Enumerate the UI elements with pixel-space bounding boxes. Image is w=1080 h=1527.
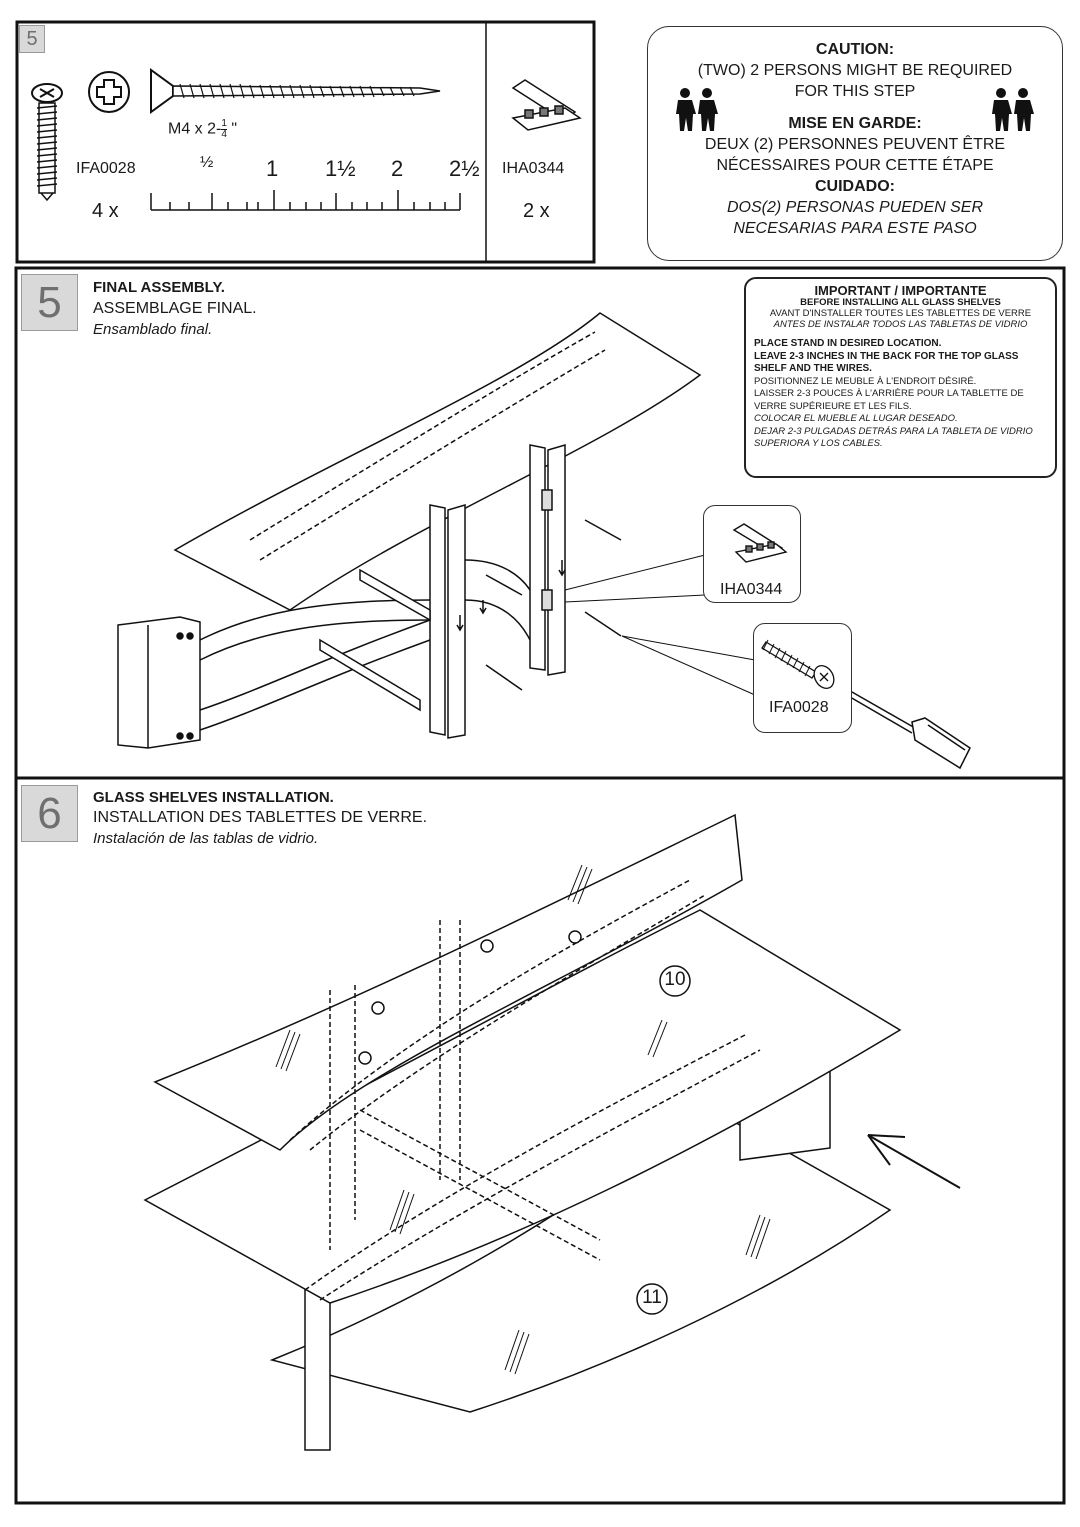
step6-shelves-illustration (143, 813, 902, 1451)
bracket-callout-label: IHA0344 (720, 581, 783, 598)
important-line-3: ANTES DE INSTALAR TODOS LAS TABLETAS DE … (773, 319, 1028, 330)
ruler-label-2: 2 (391, 156, 404, 181)
step6-title-fr: INSTALLATION DES TABLETTES DE VERRE. (93, 809, 428, 826)
important-fr-1: POSITIONNEZ LE MEUBLE À L'ENDROIT DÉSIRÉ… (754, 375, 977, 387)
screw-side-icon (150, 68, 441, 114)
caution-line-1: (TWO) 2 PERSONS MIGHT BE REQUIRED (697, 62, 1013, 79)
caution-heading: CAUTION: (815, 41, 895, 58)
screw-frac-den: 4 (221, 129, 227, 140)
hardware-step-number: 5 (19, 25, 45, 53)
bracket-callout (703, 505, 801, 603)
part-11-circle (636, 1283, 668, 1315)
important-notice-box: IMPORTANT / IMPORTANTE BEFORE INSTALLING… (744, 277, 1057, 478)
part-10-circle (659, 965, 691, 997)
step5-title-fr: ASSEMBLAGE FINAL. (93, 300, 257, 317)
important-en-2: LEAVE 2-3 INCHES IN THE BACK FOR THE TOP… (754, 350, 1019, 375)
part-11-label: 11 (642, 1287, 662, 1308)
important-en-1: PLACE STAND IN DESIRED LOCATION. (754, 338, 942, 349)
bracket-callout-icon (732, 523, 788, 563)
screw-frac-num: 1 (221, 118, 227, 130)
two-persons-icon-left (676, 88, 718, 131)
screw-quantity: 4 x (92, 200, 119, 222)
step6-title: GLASS SHELVES INSTALLATION. (93, 789, 334, 806)
important-line-2: AVANT D'INSTALLER TOUTES LES TABLETTES D… (769, 308, 1032, 319)
caution-es-heading: CUIDADO: (815, 178, 895, 195)
screwdriver-icon (837, 683, 971, 770)
step5-number: 5 (21, 274, 78, 331)
bracket-icon (511, 79, 582, 131)
important-line-1: BEFORE INSTALLING ALL GLASS SHELVES (800, 297, 1001, 308)
step6-frame (14, 776, 1066, 1505)
screw-callout (753, 623, 852, 733)
ruler-label-1: 1 (266, 156, 279, 181)
step5-title: FINAL ASSEMBLY. (93, 279, 225, 296)
step5-title-es: Ensamblado final. (93, 321, 213, 338)
caution-es-line-2: NECESARIAS PARA ESTE PASO (733, 220, 977, 237)
important-es-2: DEJAR 2-3 PULGADAS DETRÁS PARA LA TABLET… (754, 425, 1033, 450)
caution-box: CAUTION: (TWO) 2 PERSONS MIGHT BE REQUIR… (647, 26, 1063, 261)
screw-callout-label: IFA0028 (769, 699, 829, 716)
ruler-label-half: ½ (200, 154, 214, 171)
direction-arrow-icon (867, 1134, 961, 1189)
ruler-label-1-half: 1½ (325, 156, 356, 181)
screw-head-icon (31, 83, 63, 202)
caution-es-line-1: DOS(2) PERSONAS PUEDEN SER (726, 199, 984, 216)
bracket-code-label: IHA0344 (502, 160, 565, 177)
caution-fr-heading: MISE EN GARDE: (788, 115, 922, 132)
part-10-label: 10 (664, 969, 686, 990)
bracket-quantity: 2 x (523, 200, 550, 222)
screw-inch-mark: " (231, 120, 238, 138)
important-heading: IMPORTANT / IMPORTANTE (814, 283, 987, 298)
caution-fr-line-2: NÉCESSAIRES POUR CETTE ÉTAPE (716, 157, 994, 174)
screw-code-label: IFA0028 (76, 160, 136, 177)
important-es-1: COLOCAR EL MUEBLE AL LUGAR DESEADO. (754, 413, 958, 424)
phillips-head-icon (88, 71, 130, 113)
caution-fr-line-1: DEUX (2) PERSONNES PEUVENT ÊTRE (704, 136, 1006, 153)
important-fr-2: LAISSER 2-3 POUCES À L'ARRIÈRE POUR LA T… (754, 388, 1024, 412)
caution-line-2: FOR THIS STEP (794, 83, 916, 100)
two-persons-icon-right (992, 88, 1034, 131)
ruler-scale (150, 190, 461, 211)
ruler-label-2-half: 2½ (449, 156, 480, 181)
hardware-panel-frame (15, 20, 596, 264)
screw-size-text: M4 x 2- (168, 120, 222, 138)
step6-number: 6 (21, 785, 78, 842)
step5-stand-illustration (117, 312, 702, 749)
step6-title-es: Instalación de las tablas de vidrio. (93, 830, 319, 847)
screw-callout-icon (761, 639, 835, 689)
